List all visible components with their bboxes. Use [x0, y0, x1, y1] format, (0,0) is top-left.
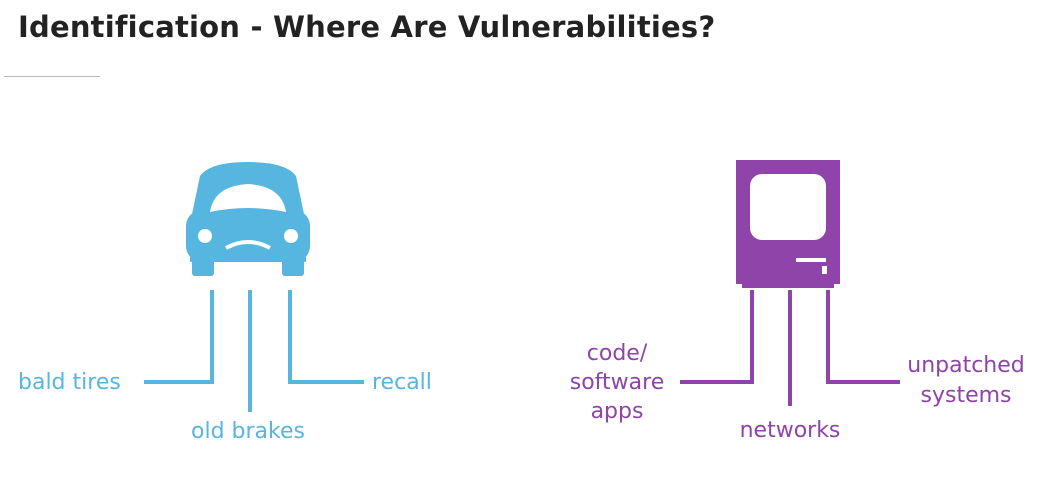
car-headlight-right — [284, 229, 298, 243]
page-title: Identification - Where Are Vulnerabiliti… — [18, 10, 716, 44]
computer-group: code/ software apps networks unpatched s… — [570, 160, 1025, 443]
car-line-right — [288, 290, 364, 384]
car-headlight-left — [198, 229, 212, 243]
car-grille — [225, 240, 271, 250]
label-bald-tires: bald tires — [18, 370, 121, 395]
label-code-line-2: software — [570, 370, 664, 395]
computer-icon — [736, 160, 840, 288]
label-old-brakes: old brakes — [191, 419, 305, 444]
label-unpatched-line-1: unpatched — [907, 353, 1025, 378]
title-divider — [4, 76, 100, 77]
label-unpatched-line-2: systems — [921, 383, 1012, 408]
label-recall: recall — [372, 370, 432, 395]
computer-line-right — [826, 290, 900, 384]
label-code-line-3: apps — [591, 399, 644, 424]
label-networks: networks — [740, 418, 841, 443]
computer-line-left — [680, 290, 754, 384]
car-group: bald tires old brakes recall — [18, 162, 432, 444]
car-line-left — [144, 290, 214, 384]
car-windshield — [210, 184, 286, 212]
car-icon — [186, 162, 310, 276]
label-code-line-1: code/ — [587, 341, 648, 366]
